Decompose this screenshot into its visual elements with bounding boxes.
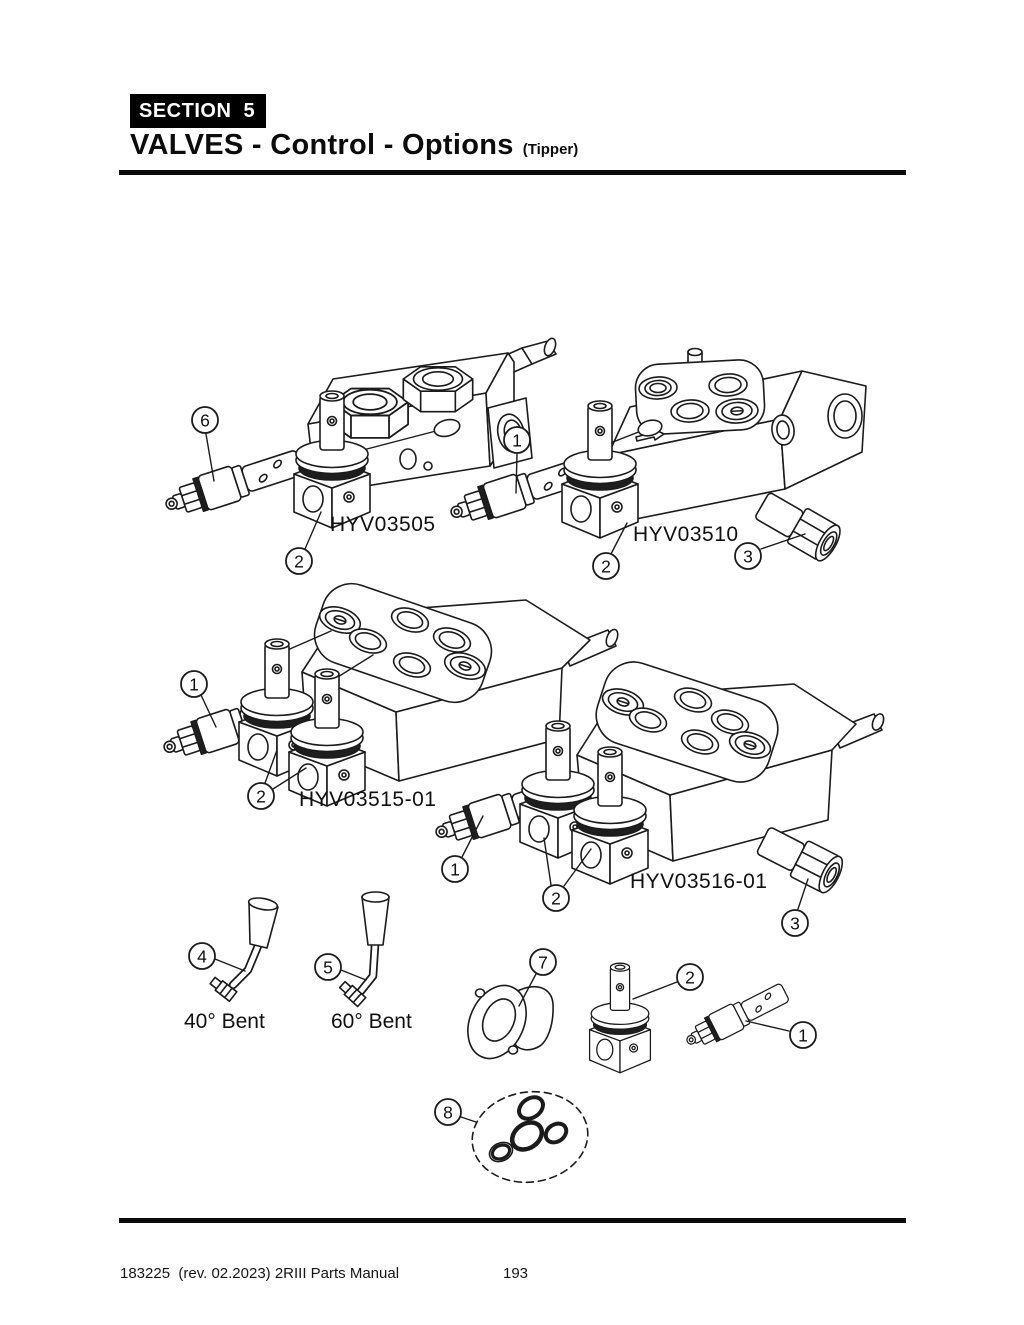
hex-port-nut: [402, 365, 474, 413]
page-title: VALVES - Control - Options: [130, 129, 514, 161]
part-handle-60: 5 60° Bent: [314, 891, 412, 1033]
assembly-label: HYV03510: [633, 523, 739, 546]
callout-1: 1: [503, 426, 531, 494]
o-ring: [509, 1120, 545, 1152]
callout-1: 1: [180, 670, 217, 728]
svg-text:3: 3: [790, 914, 800, 934]
spool-cartridge: [160, 444, 307, 524]
part-spool-cartridge: 1: [680, 978, 817, 1055]
callout-2: 2: [285, 511, 322, 575]
svg-text:2: 2: [551, 889, 561, 909]
callout-5: 5: [314, 953, 367, 981]
svg-text:1: 1: [450, 860, 460, 880]
assembly-hyv03515-01: HYV03515-01 1 2: [158, 582, 619, 811]
svg-text:3: 3: [743, 547, 753, 567]
footer-page-number: 193: [503, 1265, 529, 1282]
callout-8: 8: [434, 1098, 477, 1126]
page-title-row: VALVES - Control - Options (Tipper): [130, 129, 578, 162]
o-ring: [488, 1141, 514, 1163]
handle-nut: [338, 980, 367, 1008]
top-plate: [595, 661, 779, 783]
svg-text:7: 7: [538, 953, 548, 973]
part-mini-valve: 2: [588, 962, 704, 1074]
callout-2: 2: [632, 963, 704, 1000]
assembly-hyv03505: HYV03505 6 2: [160, 337, 557, 575]
svg-text:2: 2: [256, 787, 266, 807]
svg-text:1: 1: [512, 431, 522, 451]
part-label: 60° Bent: [331, 1010, 412, 1033]
svg-text:6: 6: [200, 411, 210, 431]
svg-text:1: 1: [189, 675, 199, 695]
part-handle-40: 4 40° Bent: [184, 897, 279, 1033]
callout-6: 6: [191, 406, 219, 482]
footer-document-info: 183225 (rev. 02.2023) 2RIII Parts Manual: [120, 1265, 400, 1282]
callout-1: 1: [745, 1020, 817, 1049]
svg-text:5: 5: [323, 958, 333, 978]
handle-grip: [361, 896, 390, 946]
part-label: 40° Bent: [184, 1010, 265, 1033]
callout-3: 3: [781, 878, 809, 937]
assembly-label: HYV03505: [330, 513, 436, 536]
callout-4: 4: [188, 942, 246, 972]
section-badge: SECTION 5: [130, 94, 267, 128]
callout-1: 1: [441, 815, 484, 883]
assembly-hyv03510: HYV03510 1 2 3: [445, 347, 867, 580]
part-boot-flange: 7: [467, 948, 557, 1060]
seal-kit-outline: [471, 1090, 589, 1184]
page-title-suffix: (Tipper): [522, 141, 579, 158]
assembly-hyv03516-01: HYV03516-01 1 2 3: [430, 661, 885, 937]
port-fitting: [753, 821, 848, 897]
svg-text:4: 4: [197, 947, 207, 967]
assembly-label: HYV03515-01: [299, 788, 436, 811]
svg-text:2: 2: [601, 557, 611, 577]
o-ring: [543, 1121, 569, 1145]
callout-2: 2: [542, 837, 592, 912]
assembly-label: HYV03516-01: [630, 870, 767, 893]
svg-text:8: 8: [443, 1103, 453, 1123]
callout-2: 2: [247, 749, 307, 810]
o-ring: [517, 1095, 545, 1121]
handle-nut: [209, 976, 238, 1003]
svg-text:2: 2: [294, 552, 304, 572]
callout-3: 3: [734, 533, 806, 570]
part-seal-kit: 8: [434, 1090, 589, 1184]
svg-text:1: 1: [798, 1026, 808, 1046]
footer-rule: [119, 1218, 906, 1223]
callout-7: 7: [518, 948, 557, 1007]
header-rule: [119, 170, 906, 175]
port-fitting: [751, 486, 846, 566]
svg-text:2: 2: [685, 968, 695, 988]
callout-2: 2: [592, 522, 628, 580]
